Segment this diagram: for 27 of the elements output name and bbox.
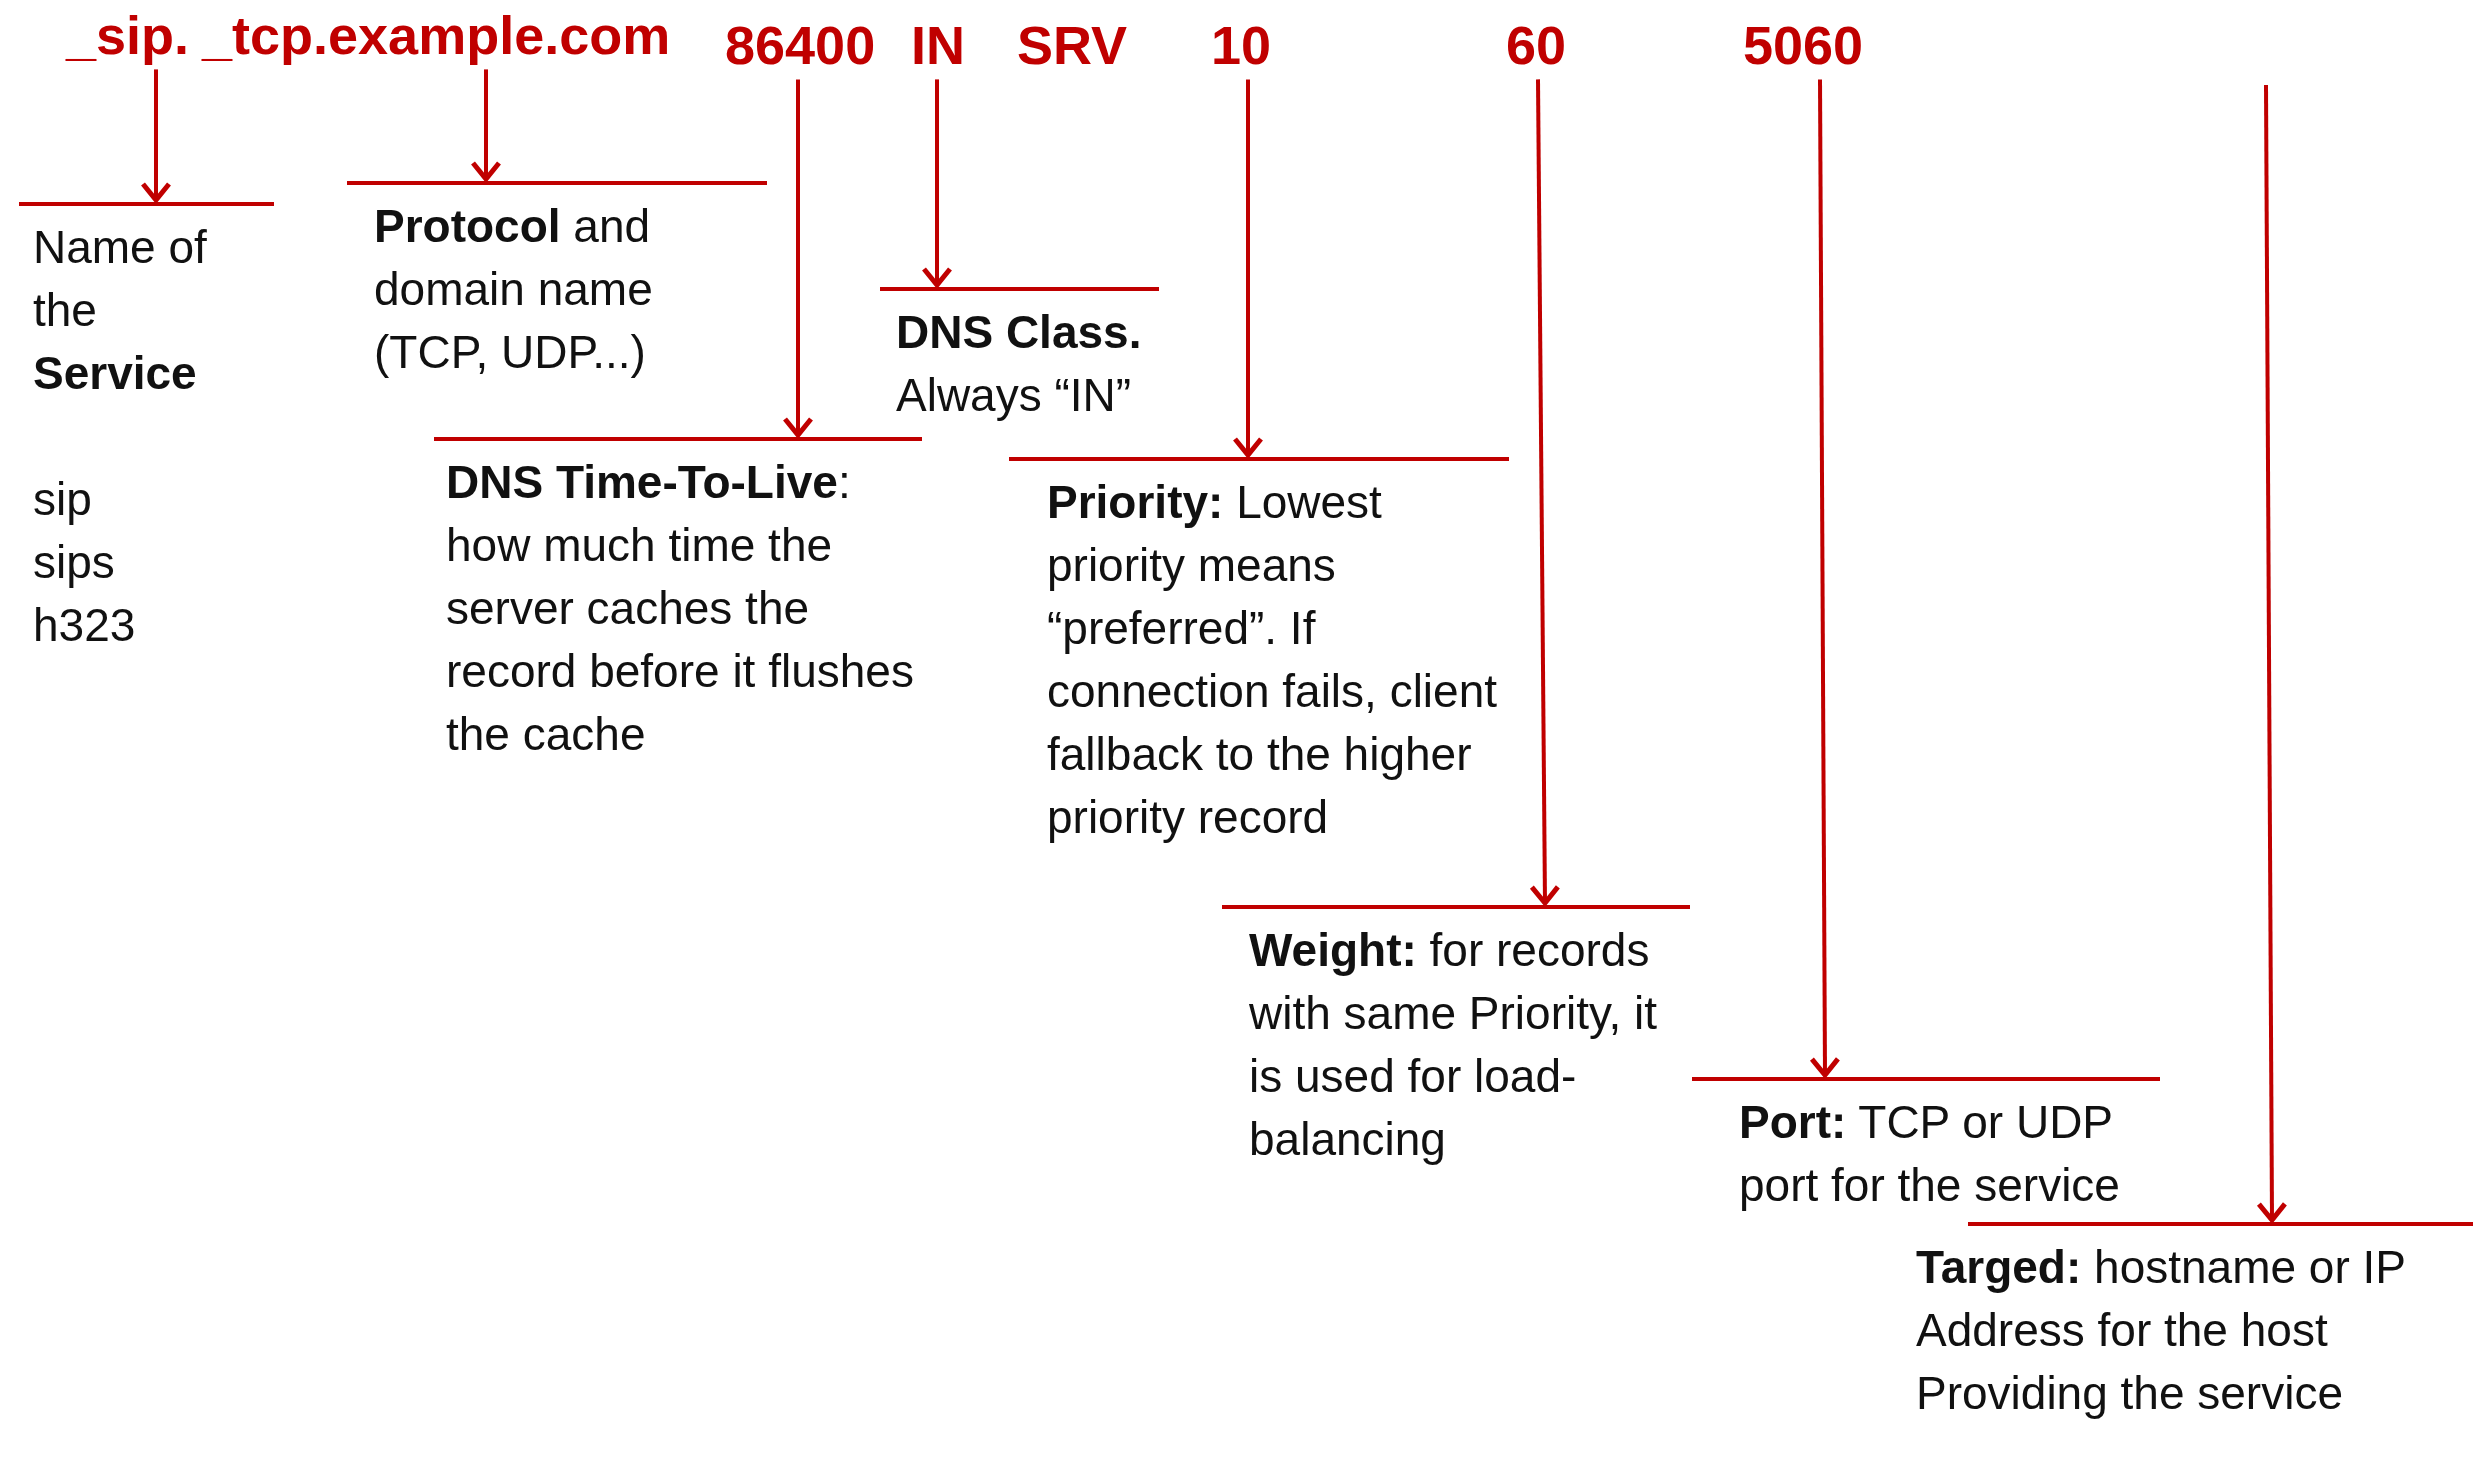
leader-arrow bbox=[2256, 85, 2288, 1223]
service-name-text: h323 bbox=[33, 598, 137, 653]
description-text: Targed: hostname or IP Address for the host Providing the service bbox=[1916, 1240, 2407, 1421]
leader-arrow bbox=[1232, 79, 1264, 458]
description-text: Weight: for records with same Priority, it is used for load-balancing bbox=[1249, 923, 1659, 1167]
description-text: Name of the Service bbox=[33, 220, 208, 401]
record-field: IN bbox=[911, 16, 965, 76]
leader-arrow bbox=[1529, 79, 1561, 906]
leader-arrow bbox=[921, 79, 953, 288]
description-text: DNS Class. Always “IN” bbox=[896, 305, 1143, 423]
description-text: Port: TCP or UDP port for the service bbox=[1739, 1095, 2121, 1213]
record-field: _sip. bbox=[66, 6, 190, 66]
description-text: Priority: Lowest priority means “preferred”. If connection fails, client fallback to the higher priority record bbox=[1047, 475, 1499, 845]
record-field: SRV bbox=[1017, 16, 1128, 76]
record-field: _tcp.example.com bbox=[202, 6, 671, 66]
service-name-text: sip bbox=[33, 472, 93, 527]
record-field: 60 bbox=[1506, 16, 1567, 76]
description-text: Protocol and domain name (TCP, UDP...) bbox=[374, 199, 654, 380]
record-field: 5060 bbox=[1743, 16, 1864, 76]
leader-arrow bbox=[1809, 79, 1841, 1078]
leader-arrow bbox=[140, 69, 172, 203]
record-field: 10 bbox=[1211, 16, 1272, 76]
description-text: DNS Time-To-Live: how much time the server caches the record before it flushes the cache bbox=[446, 455, 915, 762]
leader-arrow bbox=[470, 69, 502, 182]
leader-arrow bbox=[782, 79, 814, 438]
record-field: 86400 bbox=[725, 16, 876, 76]
service-name-text: sips bbox=[33, 535, 116, 590]
